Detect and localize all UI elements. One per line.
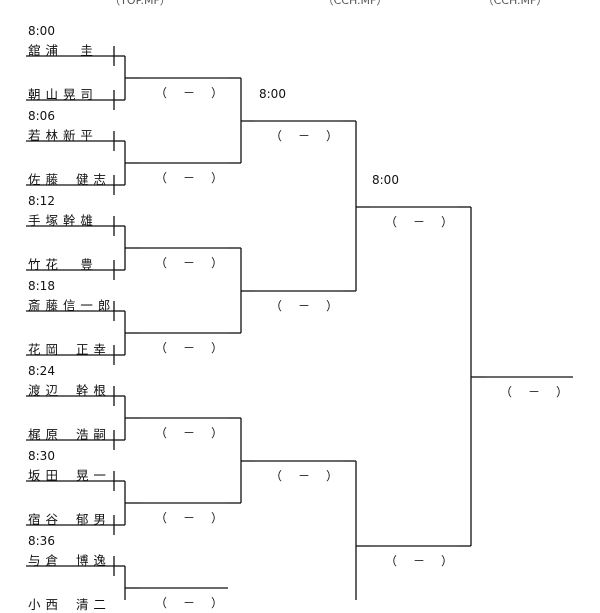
player-name: 渡 辺 幹 根: [28, 383, 107, 398]
match-score: （ － ）: [385, 554, 456, 568]
match-time: 8:12: [28, 194, 55, 208]
player-name: 与 倉 博 逸: [28, 553, 107, 568]
player-name: 花 岡 正 幸: [28, 342, 107, 357]
match-score: （ － ）: [500, 385, 571, 399]
player-name: 朝 山 晃 司: [28, 87, 94, 102]
player-name: 若 林 新 平: [28, 128, 94, 143]
player-name: 斎 藤 信 一 郎: [28, 298, 111, 313]
match-score: （ － ）: [155, 171, 226, 185]
player-name: 竹 花 豊: [28, 257, 94, 272]
match-score: （ － ）: [155, 86, 226, 100]
match-score: （ － ）: [270, 299, 341, 313]
match-time: 8:36: [28, 534, 55, 548]
match-score: （ － ）: [155, 596, 226, 610]
player-name: 手 塚 幹 雄: [28, 213, 94, 228]
player-name: 小 西 清 二: [28, 597, 107, 612]
round-header: （CCH.MF）: [322, 0, 388, 7]
bracket-lines: [26, 46, 573, 600]
round-header: （TOP.MF）: [109, 0, 171, 7]
match-score: （ － ）: [155, 341, 226, 355]
match-time: 8:30: [28, 449, 55, 463]
player-name: 佐 藤 健 志: [28, 172, 107, 187]
match-time: 8:24: [28, 364, 55, 378]
match-score: （ － ）: [270, 469, 341, 483]
match-time: 8:00: [259, 87, 286, 101]
match-time: 8:00: [28, 24, 55, 38]
match-time: 8:06: [28, 109, 55, 123]
player-name: 宿 谷 郁 男: [28, 512, 107, 527]
player-name: 梶 原 浩 嗣: [28, 427, 107, 442]
match-score: （ － ）: [155, 426, 226, 440]
player-name: 舘 浦 圭: [28, 43, 94, 58]
match-time: 8:18: [28, 279, 55, 293]
match-time: 8:00: [372, 173, 399, 187]
match-score: （ － ）: [270, 129, 341, 143]
player-name: 坂 田 晃 一: [28, 468, 107, 483]
match-score: （ － ）: [385, 215, 456, 229]
match-score: （ － ）: [155, 256, 226, 270]
round-header: （CCH.MF）: [482, 0, 548, 7]
match-score: （ － ）: [155, 511, 226, 525]
